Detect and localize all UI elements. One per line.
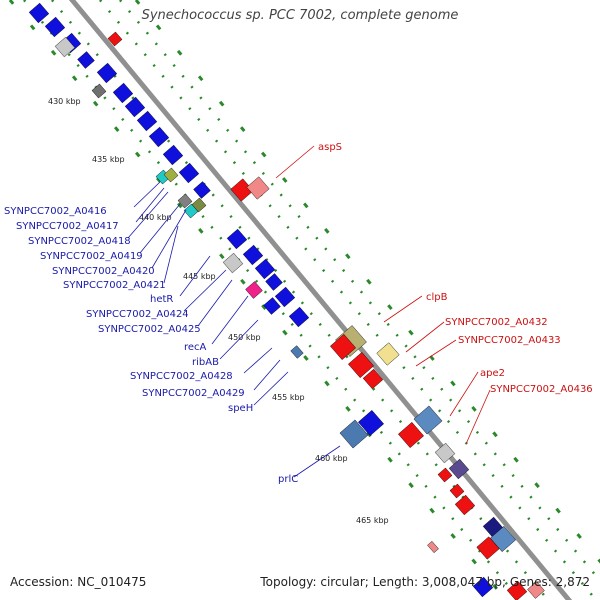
gene-arrow [28,2,50,24]
gene-label: SYNPCC7002_A0424 [86,309,189,320]
gene-label: prlC [278,474,298,485]
gene-label: hetR [150,294,173,305]
gene-label: SYNPCC7002_A0418 [28,236,131,247]
gene-label: SYNPCC7002_A0429 [142,388,245,399]
gene-label: aspS [318,142,342,153]
gene-arrow [245,281,263,299]
gene-label: SYNPCC7002_A0436 [490,384,593,395]
gene-arrow [413,405,443,435]
gene-arrow [112,82,134,104]
gene-arrow [263,297,281,315]
callout-lines [127,181,341,478]
gene-labels-left: SYNPCC7002_A0416 SYNPCC7002_A0417 SYNPCC… [4,206,298,485]
gene-arrow [163,167,179,183]
gene-label: SYNPCC7002_A0417 [16,221,119,232]
gene-labels-right: aspS clpB SYNPCC7002_A0432 SYNPCC7002_A0… [318,142,593,395]
gene-arrow [358,410,384,436]
tick-label: 445 kbp [183,272,216,281]
gene-arrow [449,483,465,499]
gene-label: SYNPCC7002_A0416 [4,206,107,217]
gene-arrow [148,126,170,148]
gene-arrow [242,244,264,266]
gene-arrow [193,181,211,199]
gene-label: clpB [426,292,448,303]
gene-label: SYNPCC7002_A0420 [52,266,155,277]
gene-arrow [265,273,283,291]
gene-arrow [472,576,494,598]
gene-arrow [222,252,244,274]
special-genes [54,36,439,554]
gene-arrow [230,178,254,202]
gene-arrow [177,193,193,209]
gene-label: ape2 [480,368,505,379]
gene-arrow [91,83,107,99]
gene-arrow [339,419,369,449]
gene-arrow [330,334,356,360]
gene-arrow [124,96,146,118]
tick-label: 455 kbp [272,393,305,402]
gene-arrow [136,110,158,132]
gene-arrow [191,197,207,213]
gene-arrow [376,342,400,366]
genome-backbone [68,0,573,600]
gene-label: SYNPCC7002_A0432 [445,317,548,328]
gene-arrow [54,36,76,58]
gene-arrow [288,306,310,328]
gene-arrow [362,368,384,390]
tick-label: 430 kbp [48,97,81,106]
gene-arrow [254,258,276,280]
gene-arrow [107,31,123,47]
gene-label: SYNPCC7002_A0421 [63,280,166,291]
gene-arrow [96,62,118,84]
callout-lines-right [275,145,491,445]
gene-label: ribAB [192,357,219,368]
gene-arrow [290,345,304,359]
gene-label: recA [184,342,207,353]
accession-text: Accession: NC_010475 [10,575,147,589]
gene-arrow [476,536,500,560]
gene-arrow [490,526,516,552]
gene-arrow [437,467,453,483]
gene-arrow [274,286,296,308]
genome-title: Synechococcus sp. PCC 7002, complete gen… [141,8,459,23]
genome-summary-text: Topology: circular; Length: 3,008,047 bp… [260,575,590,589]
gene-arrow [527,581,545,599]
forward-genes [28,2,494,598]
tick-label: 460 kbp [315,454,348,463]
gene-arrow [506,580,528,600]
gene-arrow [434,442,456,464]
gene-arrow [44,16,66,38]
gene-arrow [77,51,95,69]
dotted-tracks [23,0,600,600]
tick-label: 450 kbp [228,333,261,342]
gene-arrow [454,494,476,516]
gene-label: speH [228,403,253,414]
gene-label: SYNPCC7002_A0425 [98,324,201,335]
gene-label: SYNPCC7002_A0433 [458,335,561,346]
gene-label: SYNPCC7002_A0428 [130,371,233,382]
gene-arrow [246,176,270,200]
gene-arrow [162,144,184,166]
gene-arrow [427,540,439,554]
tick-labels: 430 kbp 435 kbp 440 kbp 445 kbp 450 kbp 455 k… [48,97,389,525]
gene-arrow [348,352,374,378]
tick-label: 465 kbp [356,516,389,525]
gene-arrow [448,458,470,480]
tick-label: 435 kbp [92,155,125,164]
tick-label: 440 kbp [139,213,172,222]
reverse-genes [107,31,545,600]
gene-arrow [226,228,248,250]
gene-label: SYNPCC7002_A0419 [40,251,143,262]
gene-arrow [398,422,424,448]
gene-arrow [178,162,200,184]
